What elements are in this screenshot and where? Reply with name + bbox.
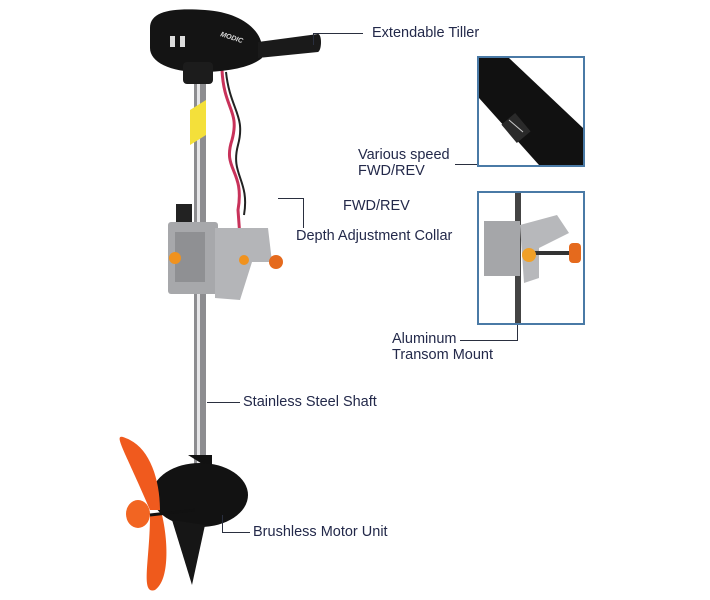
label-aluminum: Aluminum	[392, 331, 457, 347]
transom-clamp	[168, 204, 283, 300]
label-transom-mount: Transom Mount	[392, 347, 493, 363]
motor-unit	[119, 436, 248, 591]
label-speed-fwd-rev: FWD/REV	[358, 163, 425, 179]
label-motor-unit: Brushless Motor Unit	[253, 524, 388, 540]
power-cable	[220, 69, 244, 266]
label-depth-collar: Depth Adjustment Collar	[296, 228, 453, 244]
motor-head: MODIC	[150, 9, 321, 84]
warning-sticker	[190, 100, 206, 145]
transom-mount-inset	[477, 191, 585, 325]
tiller-handle	[258, 34, 321, 58]
label-steel-shaft: Stainless Steel Shaft	[243, 394, 377, 410]
propeller	[119, 436, 160, 510]
label-fwd-rev: FWD/REV	[343, 198, 410, 214]
label-various-speed: Various speed	[358, 147, 450, 163]
speed-control-inset	[477, 56, 585, 167]
label-extendable-tiller: Extendable Tiller	[372, 25, 480, 41]
